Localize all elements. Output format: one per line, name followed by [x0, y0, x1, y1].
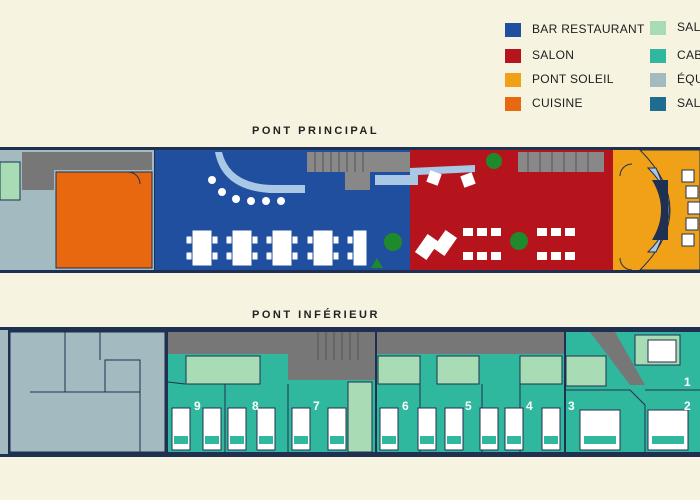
- salon-counter: [375, 165, 475, 185]
- washroom-b: [436, 355, 480, 385]
- cabin-number: 3: [568, 399, 575, 413]
- lower-crew-partitions: [30, 332, 141, 452]
- cabin-number: 2: [684, 399, 691, 413]
- washroom-b: [519, 355, 563, 385]
- main-deck-plan: [0, 147, 700, 273]
- plant-icon: [371, 258, 383, 268]
- legend-swatch-equipage: [650, 73, 666, 87]
- corridor-c: [590, 332, 645, 385]
- sun-deck-wheelhouse: [652, 180, 668, 240]
- main-stairs-right: [370, 152, 410, 172]
- salon-stairs-steps: [527, 152, 589, 172]
- salon-sofa: [414, 233, 440, 261]
- main-washroom: [0, 161, 21, 201]
- legend-swatch-salon: [505, 49, 521, 63]
- plant-icon: [486, 153, 502, 169]
- legend: BAR RESTAURANT SALON PONT SOLEIL CUISINE…: [505, 18, 700, 118]
- sun-deck-seats: [681, 169, 700, 247]
- cabin-number: 5: [465, 399, 472, 413]
- salon-tables: [463, 228, 575, 260]
- cabin-number: 7: [313, 399, 320, 413]
- corridor-b: [377, 332, 564, 354]
- washroom-b: [377, 355, 421, 385]
- stairs-a-steps: [317, 332, 359, 360]
- main-stairs-steps: [314, 152, 364, 172]
- salon-armchair: [460, 172, 476, 188]
- kitchen-room: [55, 171, 153, 269]
- kitchen-door: [127, 171, 141, 185]
- washroom-a2: [347, 381, 373, 453]
- bar-counter: [215, 152, 305, 193]
- washroom-a: [185, 355, 261, 385]
- washroom-c: [565, 355, 607, 387]
- legend-swatch-pont-soleil: [505, 73, 521, 87]
- main-stairs-landing: [345, 172, 370, 190]
- main-deck-title: PONT PRINCIPAL: [252, 125, 380, 137]
- salon-armchair: [426, 170, 442, 186]
- stairs-a: [288, 332, 375, 380]
- cabin-numbers: 9 8 7 6 5 4 3 1 2: [194, 375, 691, 413]
- sun-deck-door: [619, 163, 633, 177]
- legend-swatch-salle-1: [650, 21, 666, 35]
- lower-deck-plan: 9 8 7 6 5 4 3 1 2: [0, 327, 700, 457]
- cabin-number: 1: [684, 375, 691, 389]
- cabin-walls-a: [167, 381, 289, 452]
- lower-deck-title: PONT INFÉRIEUR: [252, 309, 380, 321]
- corridor-a: [168, 332, 288, 354]
- legend-label: SALON: [532, 48, 575, 62]
- salon-sofa: [432, 229, 458, 257]
- main-service-block: [22, 170, 54, 190]
- legend-label: ÉQUI: [677, 72, 700, 86]
- legend-label: CUISINE: [532, 96, 583, 110]
- legend-swatch-salle-2: [650, 97, 666, 111]
- legend-label: PONT SOLEIL: [532, 72, 614, 86]
- cabin-walls-c: [566, 389, 700, 452]
- plant-icon: [384, 233, 402, 251]
- main-service-stairs: [22, 152, 152, 170]
- legend-label: BAR RESTAURANT: [532, 22, 645, 36]
- legend-swatch-cuisine: [505, 97, 521, 111]
- legend-swatch-cabines: [650, 49, 666, 63]
- legend-swatch-bar-restaurant: [505, 23, 521, 37]
- lower-engine-room: [0, 330, 8, 454]
- sun-deck-door: [619, 257, 633, 271]
- cabin-number: 8: [252, 399, 259, 413]
- legend-label: SALL: [677, 20, 700, 34]
- bar-stools: [208, 176, 285, 205]
- cabin-number: 9: [194, 399, 201, 413]
- cabin-number: 4: [526, 399, 533, 413]
- bed-pillows: [174, 436, 684, 444]
- legend-label: CABI: [677, 48, 700, 62]
- legend-label: SALL: [677, 96, 700, 110]
- plant-icon: [510, 232, 528, 250]
- restaurant-tables: [185, 229, 368, 267]
- cabin-number: 6: [402, 399, 409, 413]
- salon-stairs: [518, 152, 604, 172]
